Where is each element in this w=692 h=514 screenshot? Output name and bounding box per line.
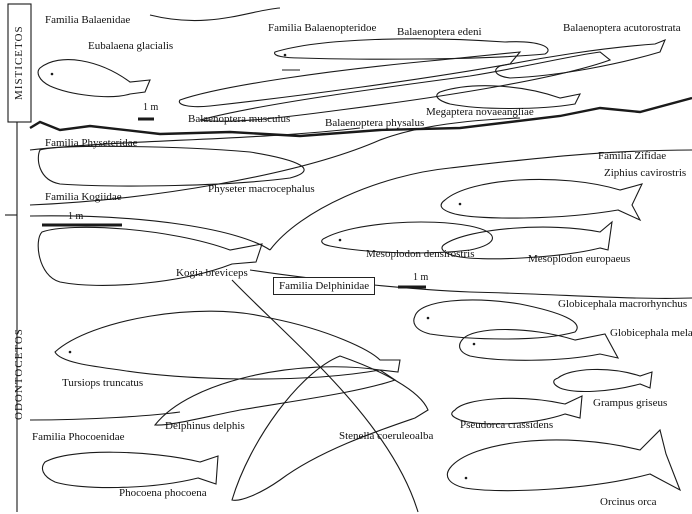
suborder-divider xyxy=(29,96,692,138)
species-balaenoptera-edeni: Balaenoptera edeni xyxy=(397,26,482,38)
porpoise-phocoena xyxy=(41,451,219,489)
dolphin-stenella xyxy=(231,355,429,501)
scale-label-delphinids: 1 m xyxy=(413,272,429,283)
eye-marker xyxy=(338,238,342,242)
divider-line xyxy=(269,149,692,251)
whale-balaenoptera-physalus xyxy=(199,51,612,122)
whale-eubalaena xyxy=(37,59,151,98)
species-kogia: Kogia breviceps xyxy=(176,267,248,279)
species-globicephala-melas: Globicephala melas xyxy=(610,327,692,339)
species-globicephala-macrorhynchus: Globicephala macrorhynchus xyxy=(558,298,688,310)
family-balaenidae: Familia Balaenidae xyxy=(45,14,131,26)
species-delphinus: Delphinus delphis xyxy=(165,420,245,432)
dolphin-tursiops xyxy=(54,310,401,380)
whale-globicephala-melas xyxy=(459,328,620,361)
eye-marker xyxy=(68,350,72,354)
species-grampus: Grampus griseus xyxy=(593,397,668,409)
species-orcinus: Orcinus orca xyxy=(600,496,657,508)
eye-marker xyxy=(472,342,476,346)
dolphin-delphinus xyxy=(153,366,397,426)
divider-line xyxy=(29,215,271,251)
group-label-mysticetes: MISTICETOS xyxy=(13,25,25,100)
eye-marker xyxy=(283,53,287,57)
species-balaenoptera-physalus: Balaenoptera physalus xyxy=(325,117,425,129)
whale-physeter xyxy=(37,145,305,187)
species-stenella: Stenella coeruleoalba xyxy=(339,430,434,442)
eye-marker xyxy=(50,72,54,76)
divider-line xyxy=(149,7,281,22)
whale-ziphius xyxy=(440,178,644,222)
divider-line xyxy=(29,117,521,206)
whale-grampus xyxy=(553,368,653,393)
species-pseudorca: Pseudorca crassidens xyxy=(460,419,554,431)
group-label-odontocetes: ODONTOCETOS xyxy=(13,328,25,420)
family-kogiidae: Familia Kogiidae xyxy=(45,191,122,203)
whale-kogia xyxy=(37,226,263,286)
scale-label-mysticetes: 1 m xyxy=(143,102,159,113)
whale-pseudorca xyxy=(451,395,583,425)
family-balaenopteridae: Familia Balaenopteridoe xyxy=(268,22,377,34)
species-tursiops: Tursiops truncatus xyxy=(62,377,144,389)
divider-line xyxy=(29,411,181,421)
divider-line xyxy=(231,279,419,513)
species-ziphius: Ziphius cavirostris xyxy=(604,167,687,179)
eye-marker xyxy=(464,476,468,480)
whale-megaptera xyxy=(436,85,581,110)
species-balaenoptera-musculus: Balaenoptera musculus xyxy=(188,113,291,125)
species-phocoena: Phocoena phocoena xyxy=(119,487,207,499)
eye-marker xyxy=(458,202,462,206)
whale-balaenoptera-acutorostrata xyxy=(495,39,667,79)
species-physeter: Physeter macrocephalus xyxy=(208,183,315,195)
whale-balaenoptera-edeni xyxy=(274,38,549,60)
family-delphinidae: Familia Delphinidae xyxy=(273,277,376,295)
species-balaenoptera-acutorostrata: Balaenoptera acutorostrata xyxy=(563,22,681,34)
family-ziphiidae: Familia Zifidae xyxy=(598,150,667,162)
eye-marker xyxy=(426,316,430,320)
species-megaptera: Megaptera novaeangliae xyxy=(426,106,534,118)
species-eubalaena: Eubalaena glacialis xyxy=(88,40,174,52)
mysticetes-bracket xyxy=(7,3,32,123)
whale-globicephala-macrorhynchus xyxy=(413,299,578,340)
species-mesoplodon-europaeus: Mesoplodon europaeus xyxy=(528,253,631,265)
scale-label-kogia: 1 m xyxy=(68,211,84,222)
species-mesoplodon-densirostris: Mesoplodon densirostris xyxy=(366,248,475,260)
whale-mesoplodon-densirostris xyxy=(321,221,493,254)
whale-mesoplodon-europaeus xyxy=(441,220,613,260)
whale-orcinus xyxy=(446,428,682,492)
family-physeteridae: Familia Physeteridae xyxy=(45,137,138,149)
whale-balaenoptera-musculus xyxy=(178,51,522,108)
family-phocoenidae: Familia Phocoenidae xyxy=(32,431,125,443)
